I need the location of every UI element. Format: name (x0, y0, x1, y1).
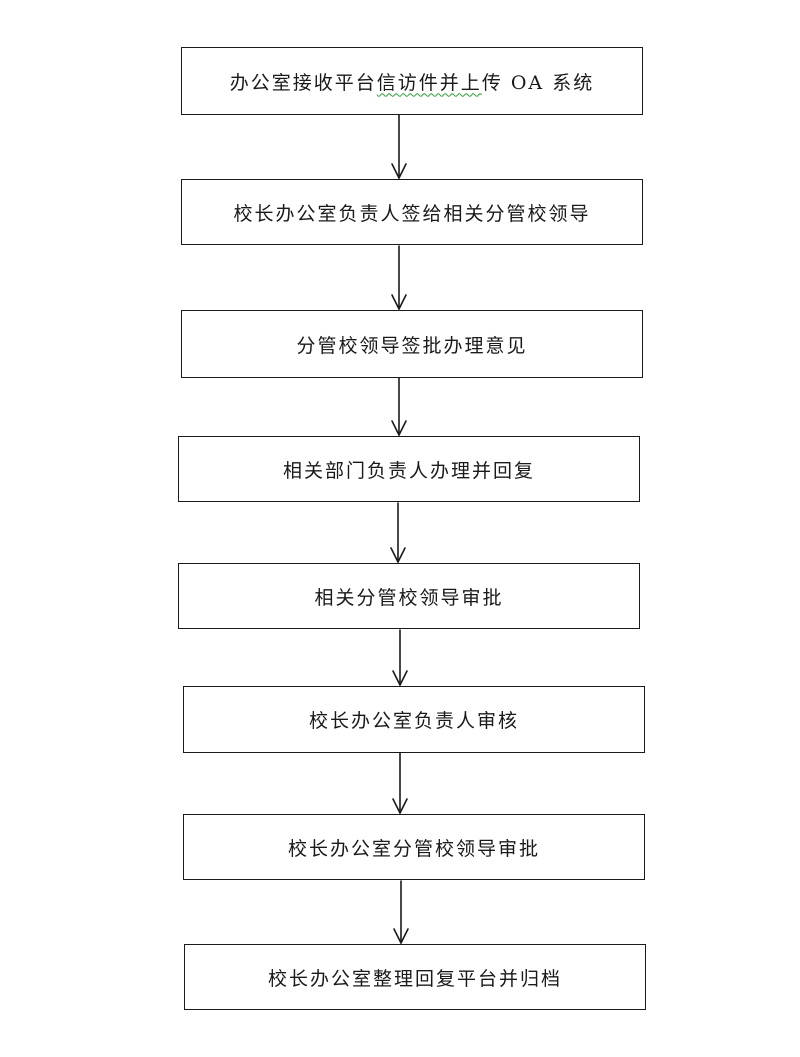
arrow-down-icon (392, 752, 408, 814)
step-archive-label: 校长办公室整理回复平台并归档 (267, 967, 562, 990)
arrow-down-icon (390, 502, 406, 563)
step-handle-box: 相关部门负责人办理并回复 (178, 436, 640, 502)
step-check-box: 校长办公室负责人审核 (183, 686, 645, 753)
step-assign-box: 校长办公室负责人签给相关分管校领导 (181, 179, 643, 245)
step-office-approve-label: 校长办公室分管校领导审批 (287, 837, 540, 860)
step-review-label: 分管校领导签批办理意见 (296, 334, 528, 357)
step-approve-box: 相关分管校领导审批 (178, 563, 640, 629)
step-handle-label: 相关部门负责人办理并回复 (282, 459, 535, 482)
step-office-approve-box: 校长办公室分管校领导审批 (183, 814, 645, 880)
arrow-down-icon (392, 629, 408, 686)
arrow-down-icon (391, 377, 407, 436)
step-approve-label: 相关分管校领导审批 (314, 586, 504, 609)
step-archive-box: 校长办公室整理回复平台并归档 (184, 944, 646, 1010)
step-receive-label: 办公室接收平台信访件并上传 OA 系统 (229, 71, 595, 94)
spellcheck-underlined-text: 信访件并上 (376, 71, 482, 94)
step-review-box: 分管校领导签批办理意见 (181, 310, 643, 378)
arrow-down-icon (391, 114, 407, 179)
step-assign-label: 校长办公室负责人签给相关分管校领导 (233, 202, 591, 225)
arrow-down-icon (391, 245, 407, 310)
step-check-label: 校长办公室负责人审核 (308, 710, 519, 732)
step-receive-box: 办公室接收平台信访件并上传 OA 系统 (181, 47, 643, 115)
arrow-down-icon (393, 880, 409, 944)
